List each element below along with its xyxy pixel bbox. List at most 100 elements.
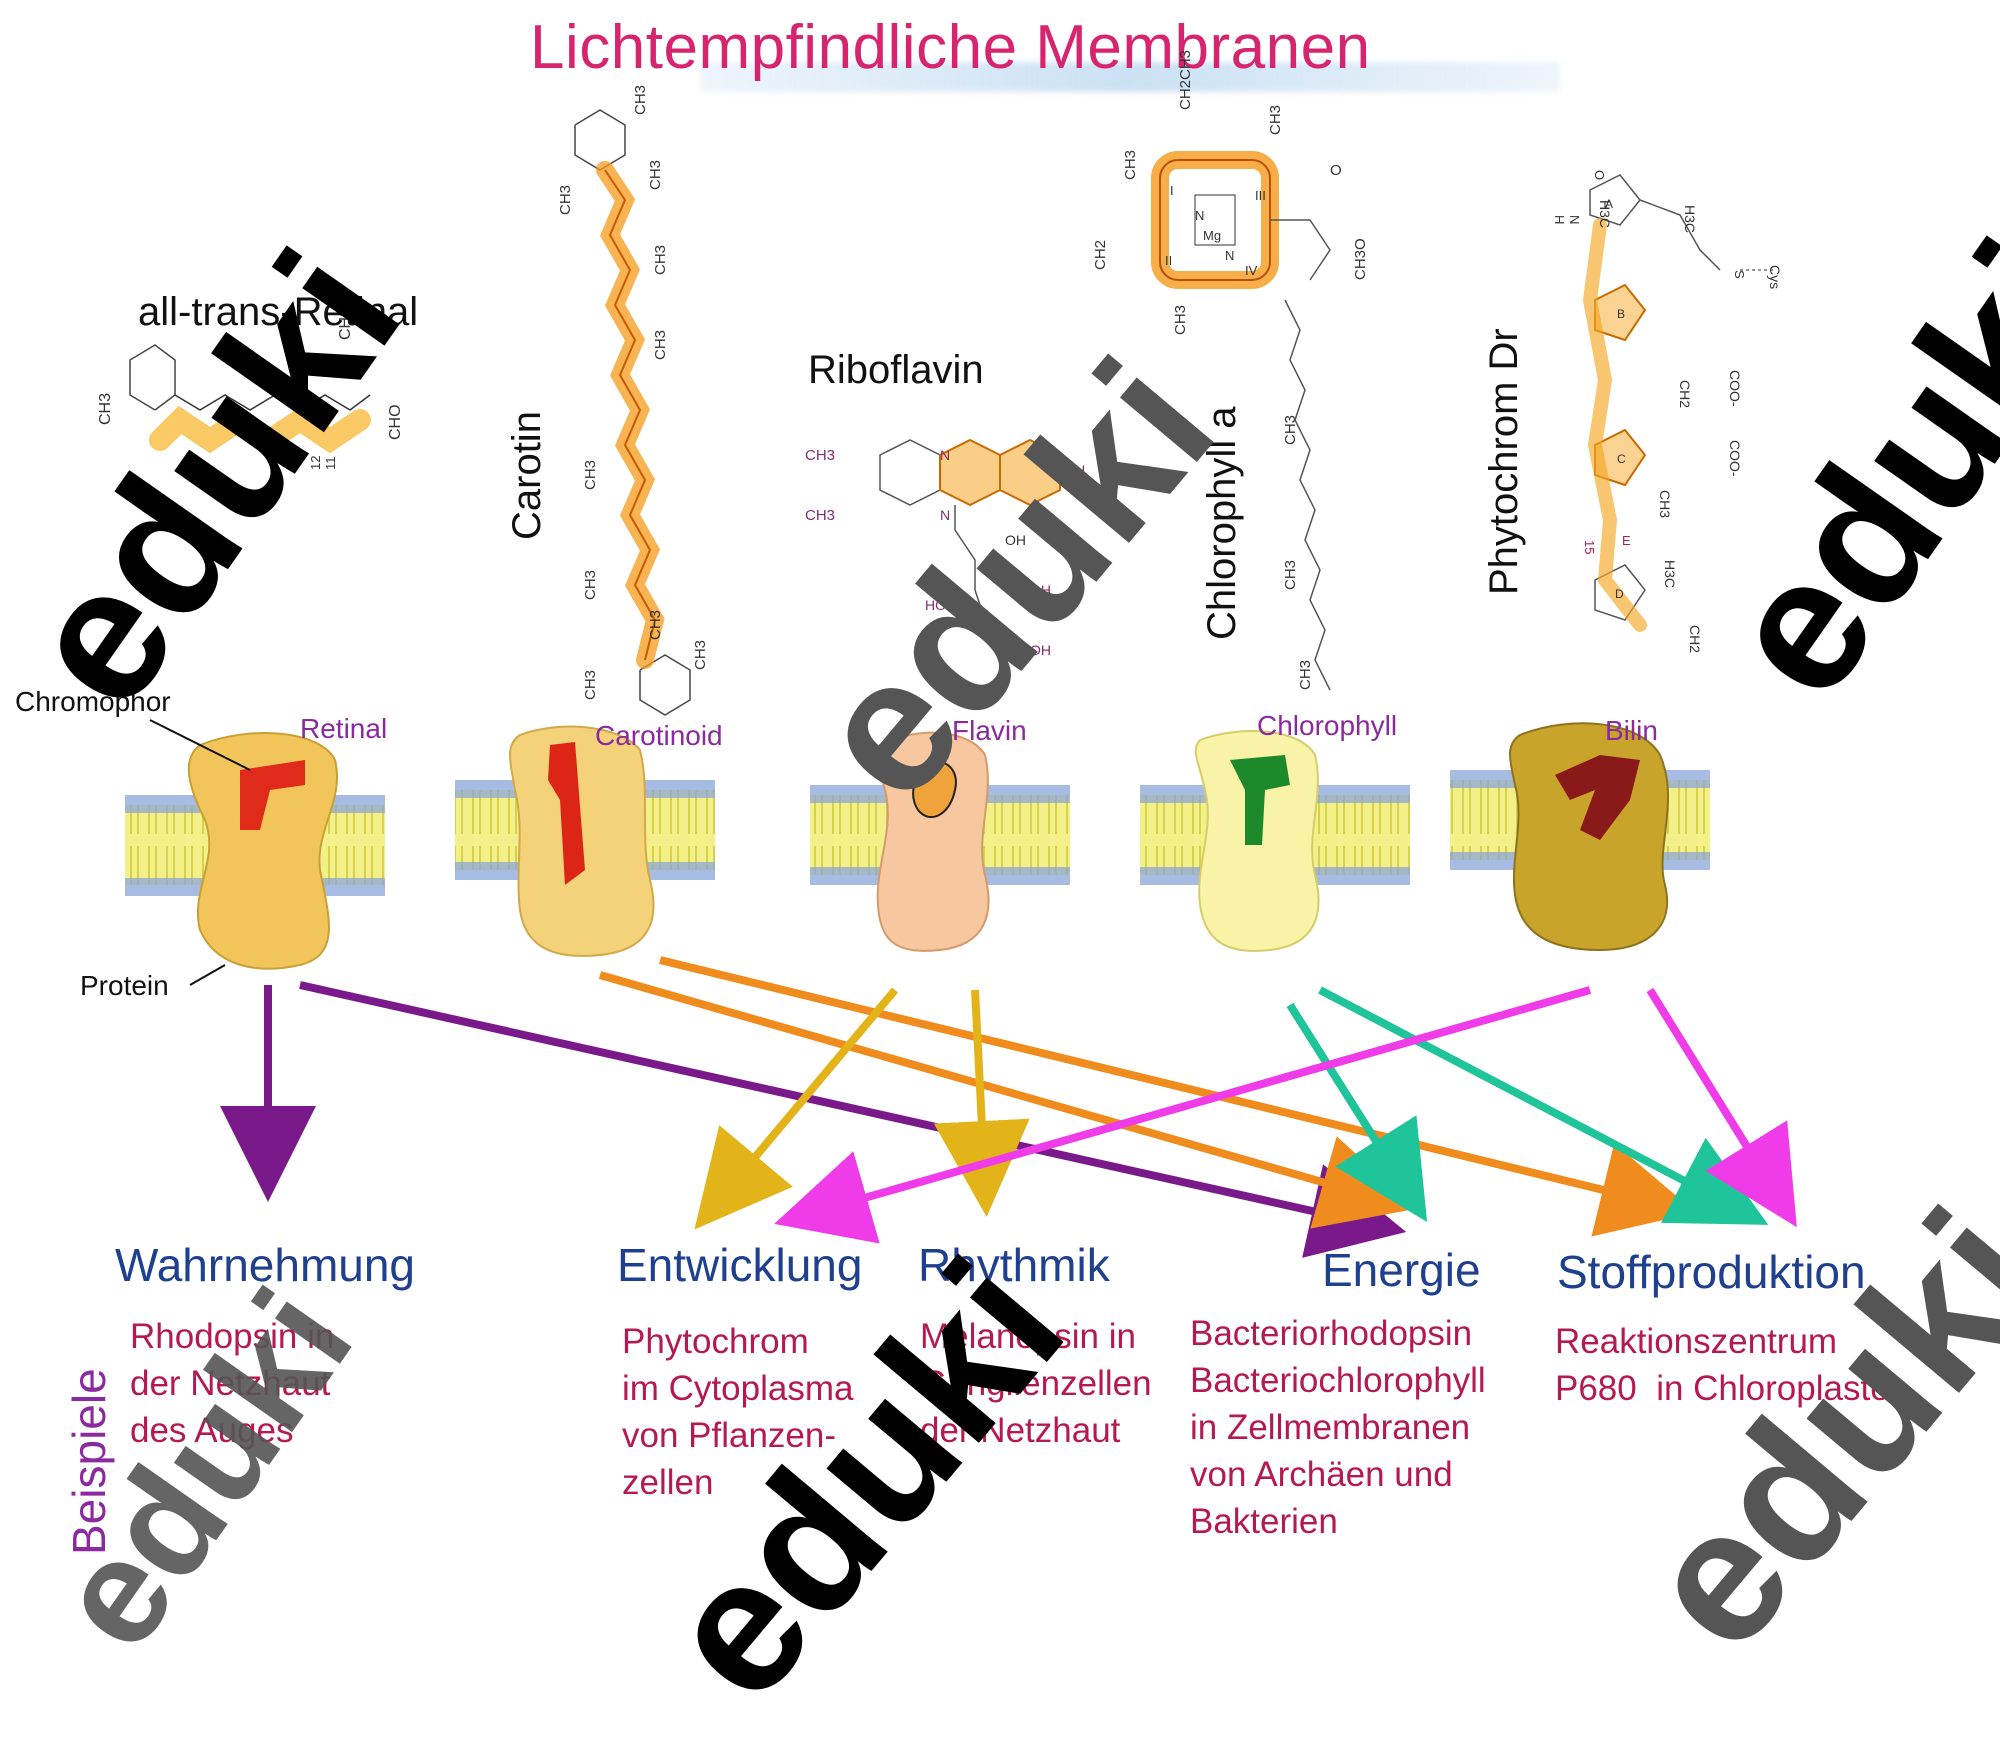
chlorophyll-ch3-label: CH3 [1267,105,1284,135]
phytochrom-ch2-label: CH2 [1677,380,1693,408]
arrow-carotinoid-to-stoffproduktion [659,956,1697,1237]
chromophore-label-carotinoid: Carotinoid [595,720,723,751]
retinal-cho-label: CHO [387,404,404,440]
phytochrom-structure: H3C A N H O H3C S Cys B C D COO- COO- CH… [1552,170,1783,653]
phytochrom-cys-label: Cys [1767,265,1783,289]
protein-annotation: Protein [80,970,169,1001]
category-entwicklung: Entwicklung [617,1239,863,1291]
chlorophyll-structure: CH2CH3 CH3 CH3 CH2 CH3 N Mg N III IV II … [1092,50,1369,691]
chlorophyll-ch3-label-6: CH3 [1297,660,1314,690]
chlorophyll-ch3-label-3: CH3 [1172,305,1189,335]
example-wahrnehmung: Rhodopsin in der Netzhaut des Auges [130,1317,335,1450]
phytochrom-15-label: 15 [1582,540,1597,554]
arrow-chlorophyll-to-energie [1286,1002,1428,1223]
phytochrom-ch3-label: CH3 [1657,490,1673,518]
page-title: Lichtempfindliche Membranen [530,13,1371,82]
chromophor-pointer-line [149,719,251,771]
retinal-ch3-label: CH3 [97,393,114,425]
chlorophyll-ch3-label-5: CH3 [1282,560,1299,590]
phytochrom-h3c-label-2: H3C [1682,205,1698,233]
molecule-label-phytochrom: Phytochrom Dr [1482,328,1526,595]
example-rhythmik: Melanopsin in Ganglienzellen der Netzhau… [920,1317,1152,1450]
phytochrom-ch2-label-2: CH2 [1687,625,1703,653]
carotin-ch3-label-6: CH3 [582,460,599,490]
chromophor-annotation: Chromophor [15,686,171,717]
chromophore-label-bilin: Bilin [1605,715,1658,746]
phytochrom-coo-label: COO- [1727,370,1743,407]
phytochrom-coo-label-2: COO- [1727,440,1743,477]
arrow-retinal-to-energie [299,981,1407,1258]
chlorophyll-n-label-2: N [1225,248,1234,263]
chlorophyll-ring-i: I [1170,183,1174,198]
riboflavin-ho-label: HO [925,597,946,613]
retinal-ch3-label-2: CH3 [337,308,354,340]
example-stoffproduktion: Reaktionszentrum P680 in Chloroplasten [1555,1322,1910,1408]
molecule-label-retinal: all-trans-Retinal [138,290,419,334]
arrow-bilin-to-stoffproduktion [1646,987,1797,1228]
diagram-graphics: CH3 CH3 CHO 12 11 CH3 CH3 CH3 CH3 CH3 CH… [97,50,1797,1258]
chromophore-label-retinal: Retinal [300,713,388,744]
retinal-12-label: 12 [308,456,323,470]
chromophore-label-flavin: Flavin [952,715,1027,746]
category-rhythmik: Rhythmik [918,1239,1110,1291]
title-underline-wash [700,62,1560,92]
membrane-protein-carotinoid [455,725,715,957]
diagram-stage: Lichtempfindliche Membranen CH3 CH3 CHO … [0,13,2000,1738]
chlorophyll-ch2-label: CH2 [1092,240,1109,270]
chlorophyll-ring-iv: IV [1245,263,1258,278]
riboflavin-oh-label-3: OH [1030,642,1051,658]
retinal-structure: CH3 CH3 CHO 12 11 [97,308,404,470]
phytochrom-s-label: S [1732,270,1747,279]
phytochrom-h3c-label: H3C [1597,200,1613,228]
chlorophyll-ring-ii: II [1165,253,1172,268]
phytochrom-ring-b: B [1617,307,1625,321]
category-stoffproduktion: Stoffproduktion [1557,1246,1866,1298]
riboflavin-oh-label: OH [1005,532,1026,548]
chlorophyll-mg-label: Mg [1203,228,1221,243]
arrow-flavin-to-rhythmik [933,989,1030,1217]
chlorophyll-ethyl-label: CH2CH3 [1177,50,1194,110]
chlorophyll-ring-iii: III [1255,188,1266,203]
phytochrom-n-label: N [1567,215,1582,224]
arrow-bilin-to-entwicklung [774,986,1592,1244]
phytochrom-ring-c: C [1617,452,1626,466]
membrane-protein-bilin [1450,722,1710,952]
protein-pointer-line [189,964,226,986]
example-entwicklung: Phytochrom im Cytoplasma von Pflanzen- z… [622,1322,854,1502]
example-energie: Bacteriorhodopsin Bacteriochlorophyll in… [1190,1314,1486,1541]
carotin-ch3-label-4: CH3 [652,245,669,275]
carotin-ch3-label-8: CH3 [647,610,664,640]
chlorophyll-methoxy-label: CH3O [1352,238,1369,280]
chlorophyll-n-label: N [1195,208,1204,223]
carotin-ch3-label-3: CH3 [557,185,574,215]
phytochrom-ring-d: D [1615,587,1624,601]
membrane-protein-retinal [125,732,385,970]
carotin-ch3-label-7: CH3 [582,570,599,600]
carotin-ch3-label-5: CH3 [652,330,669,360]
phytochrom-e-label: E [1622,533,1631,548]
chlorophyll-ch3-label-2: CH3 [1122,150,1139,180]
riboflavin-n-label: N [940,447,950,463]
riboflavin-ch3-label-2: CH3 [805,507,835,524]
arrow-flavin-to-entwicklung [694,987,899,1230]
carotin-ch3-label-2: CH3 [647,160,664,190]
phytochrom-o-label: O [1592,170,1607,180]
membrane-protein-chlorophyll [1140,730,1410,952]
retinal-11-label: 11 [323,457,338,471]
riboflavin-oh-label-2: OH [1030,582,1051,598]
phytochrom-ring-a: A [1605,197,1613,211]
category-energie: Energie [1322,1244,1481,1296]
riboflavin-ch3-label: CH3 [805,447,835,464]
phytochrom-h3c-label-3: H3C [1662,560,1678,588]
molecule-label-carotin: Carotin [505,411,549,540]
arrow-carotinoid-to-energie [598,971,1416,1229]
category-wahrnehmung: Wahrnehmung [115,1239,416,1291]
molecule-label-riboflavin: Riboflavin [808,348,984,392]
carotin-ch3-label-10: CH3 [582,670,599,700]
arrow-chlorophyll-to-stoffproduktion [1318,986,1769,1225]
phytochrom-h-label: H [1552,215,1567,224]
membrane-protein-flavin [810,731,1070,952]
chlorophyll-ch3-label-4: CH3 [1282,415,1299,445]
arrow-group [220,956,1797,1258]
carotin-ch3-label-9: CH3 [692,640,709,670]
